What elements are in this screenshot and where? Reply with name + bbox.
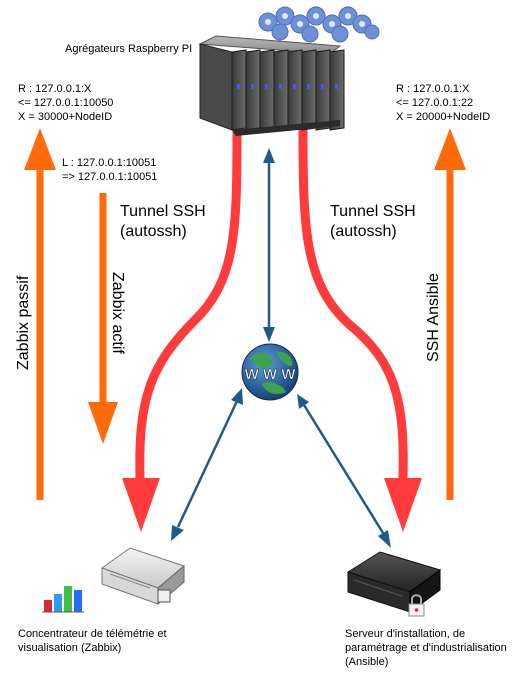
lock-icon xyxy=(408,594,425,617)
left-mapping-line1: R : 127.0.0.1:X xyxy=(18,83,92,95)
rack-blade xyxy=(315,49,331,131)
rack-blade-led xyxy=(335,84,338,89)
left-mapping-line2: <= 127.0.0.1:10050 xyxy=(18,97,113,109)
rack-blade-led xyxy=(321,84,324,89)
rack-blade xyxy=(259,49,275,131)
zabbix-actif-label: Zabbix actif xyxy=(109,272,126,354)
telemetry-server-icon xyxy=(100,547,186,606)
aggregator-title: Agrégateurs Raspberry PI xyxy=(65,43,192,55)
link-aggregator-www xyxy=(263,148,275,342)
tunnel-right-line1: Tunnel SSH xyxy=(330,203,416,220)
right-mapping-line1: R : 127.0.0.1:X xyxy=(396,83,470,95)
rack-blade-led xyxy=(293,84,296,89)
ssh-ansible-arrow xyxy=(434,128,466,500)
rack-blade xyxy=(273,49,289,131)
rack-blade xyxy=(231,49,247,131)
install-server-line2: paramétrage et d'industrialisation xyxy=(345,642,507,654)
tunnel-right-curve xyxy=(298,125,422,532)
rack-blade-led xyxy=(279,84,282,89)
right-mapping-line2: <= 127.0.0.1:22 xyxy=(396,97,473,109)
ssh-ansible-label: SSH Ansible xyxy=(425,273,442,362)
zabbix-passif-label: Zabbix passif xyxy=(15,275,32,370)
tunnel-left-curve xyxy=(122,125,242,532)
rack-blade-led xyxy=(251,84,254,89)
rack-blade xyxy=(329,49,345,131)
left-mapping-line3: X = 30000+NodeID xyxy=(18,111,112,123)
right-mapping-line3: X = 20000+NodeID xyxy=(396,111,490,123)
bar-chart-icon xyxy=(42,586,84,613)
www-globe-icon: W W W xyxy=(241,343,299,401)
www-label: W W W xyxy=(245,366,297,383)
local-mapping-line2: => 127.0.0.1:10051 xyxy=(62,171,157,183)
telemetry-server-line2: visualisation (Zabbix) xyxy=(18,642,121,654)
rack-blade-led xyxy=(265,84,268,89)
zabbix-actif-arrow xyxy=(88,193,118,444)
rack-blade-led xyxy=(237,84,240,89)
tunnel-left-line2: (autossh) xyxy=(120,223,187,240)
rack-blade xyxy=(301,49,317,131)
tunnel-left-line1: Tunnel SSH xyxy=(120,203,206,220)
telemetry-server-line1: Concentrateur de télémétrie et xyxy=(18,628,167,640)
rack-blade xyxy=(287,49,303,131)
zabbix-passif-arrow xyxy=(24,128,56,500)
raspberry-rack-icon xyxy=(198,35,345,136)
link-www-telemetry xyxy=(171,388,243,541)
local-mapping-line1: L : 127.0.0.1:10051 xyxy=(62,157,156,169)
rack-blade-led xyxy=(307,84,310,89)
install-server-line1: Serveur d'installation, de xyxy=(345,628,465,640)
link-www-install xyxy=(297,394,391,548)
tunnel-right-line2: (autossh) xyxy=(330,223,397,240)
gears-icon xyxy=(258,6,380,43)
install-server-line3: (Ansible) xyxy=(345,656,388,668)
install-server-icon xyxy=(346,551,442,613)
rack-blade xyxy=(245,49,261,131)
